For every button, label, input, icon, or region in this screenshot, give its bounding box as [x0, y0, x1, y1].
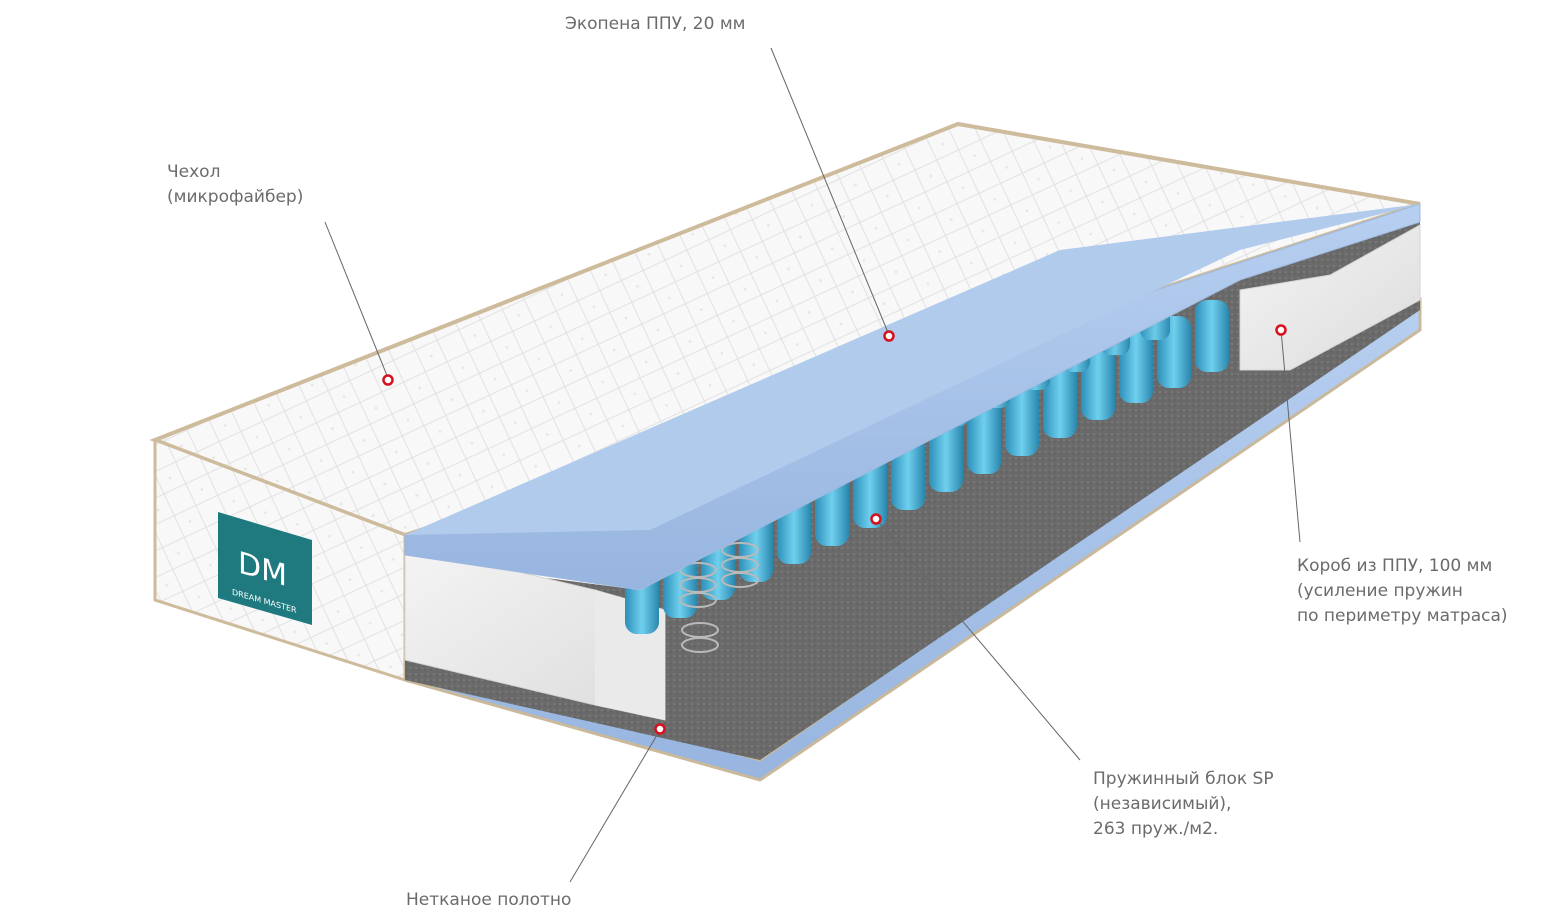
callout-spring-line3: 263 пруж./м2.: [1093, 819, 1219, 839]
leader-line-foam: [770, 47, 890, 336]
callout-cover-line1: Чехол: [167, 162, 221, 182]
marker-spring: [870, 513, 882, 525]
callout-cover-line2: (микрофайбер): [167, 187, 304, 207]
leader-line-cover: [324, 221, 389, 379]
leader-line-spring: [875, 518, 1081, 761]
callout-nonwoven: Нетканое полотно: [406, 888, 571, 913]
leader-lines: [324, 47, 1301, 883]
leader-line-nonwoven: [569, 729, 661, 883]
exposed-coils: [679, 542, 759, 653]
callout-cover: Чехол (микрофайбер): [167, 160, 303, 210]
callout-box-line2: (усиление пружин: [1297, 581, 1463, 601]
callout-spring-line1: Пружинный блок SP: [1093, 769, 1274, 789]
marker-cover: [382, 374, 394, 386]
callout-foam-line1: Экопена ППУ, 20 мм: [565, 14, 746, 34]
cutaway-section: [404, 203, 1421, 760]
callout-box-line3: по периметру матраса): [1297, 606, 1508, 626]
leader-line-box: [1280, 329, 1301, 543]
callout-spring-line2: (независимый),: [1093, 794, 1232, 814]
callout-box: Короб из ППУ, 100 мм (усиление пружин по…: [1297, 554, 1508, 629]
marker-foam: [883, 330, 895, 342]
callout-nonwoven-line1: Нетканое полотно: [406, 890, 572, 910]
callout-foam: Экопена ППУ, 20 мм: [565, 12, 745, 37]
brand-logo-badge: [218, 512, 312, 625]
callout-spring-block: Пружинный блок SP (независимый), 263 пру…: [1093, 767, 1274, 842]
marker-box: [1275, 324, 1287, 336]
marker-nonwoven: [654, 723, 666, 735]
markers: [382, 324, 1287, 735]
callout-box-line1: Короб из ППУ, 100 мм: [1297, 556, 1493, 576]
